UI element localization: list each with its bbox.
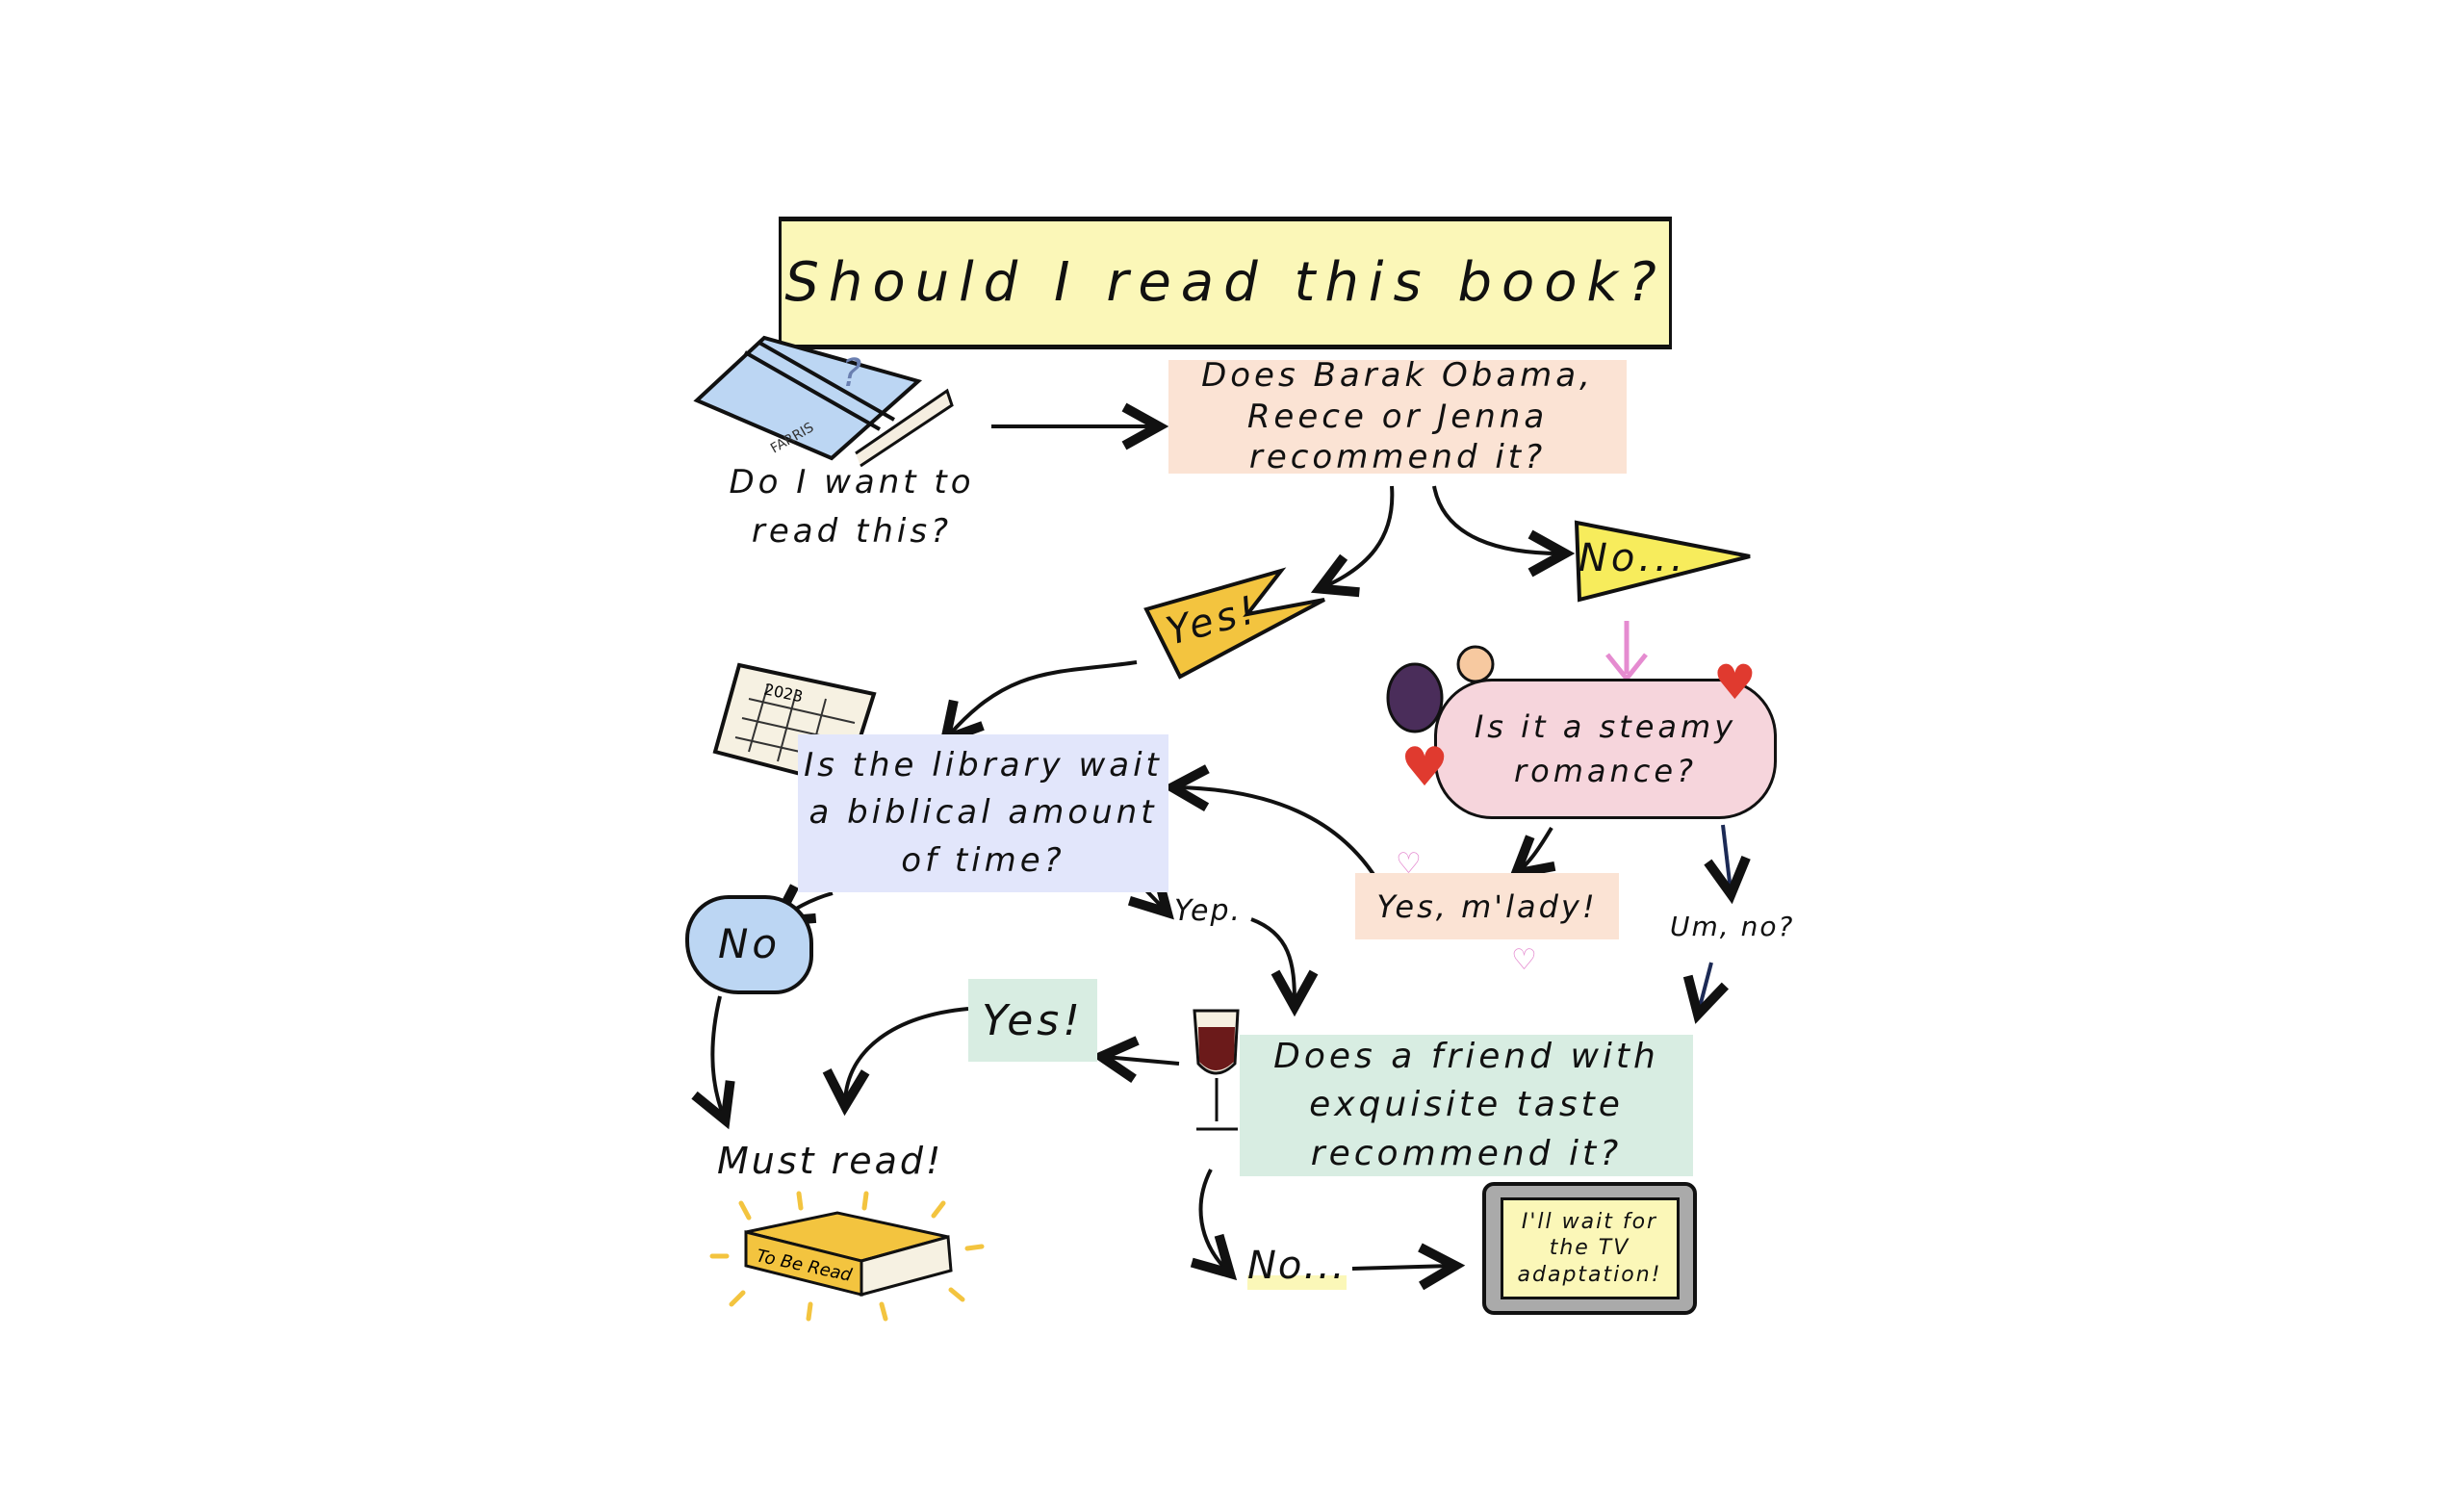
arrow-friend-no [1190,1169,1238,1281]
arrow-celebrity-yes [1310,485,1395,598]
friend-question-box: Does a friend with exquisite taste recom… [1240,1035,1693,1176]
must-read-label: Must read! [717,1140,944,1182]
book-question-icon: ? FARRIS [693,335,954,468]
arrow-no-to-romance [1605,621,1648,683]
arrow-romance-no [1704,824,1751,905]
tv-outcome-label: I'll wait for the TV adaptation! [1500,1197,1680,1299]
start-question: Do I want to read this? [729,463,975,551]
romance-no-label: Um, no? [1670,911,1795,942]
tv-frame: I'll wait for the TV adaptation! [1482,1182,1697,1315]
wine-glass-icon [1193,1009,1240,1131]
library-yep-label: Yep. [1174,894,1243,928]
arrow-no-to-tv [1351,1243,1466,1291]
arrow-green-yes-to-mustread [822,1007,969,1117]
eggplant-peach-icon [1386,645,1495,733]
arrow-yes-to-library [938,660,1138,747]
library-no-cloud: No [685,895,813,994]
heart-icon: ♥ [1713,655,1757,710]
arrow-celebrity-no [1432,485,1576,578]
arrow-yep-to-friend [1250,917,1319,1017]
flowchart-title: Should I read this book? [779,217,1672,349]
romance-question-cloud: Is it a steamy romance? [1434,679,1777,819]
arrow-no-to-mustread [691,995,735,1130]
small-heart-icon: ♡ [1511,943,1537,977]
heart-icon: ♥ [1400,736,1450,799]
svg-text:?: ? [841,351,861,396]
tbr-book-icon: To Be Read [709,1191,985,1322]
library-question-box: Is the library wait a biblical amount of… [798,734,1168,892]
romance-yes-box: Yes, m'lady! [1355,873,1619,939]
celebrity-no-label: No... [1578,536,1687,580]
friend-yes-box: Yes! [968,979,1097,1062]
arrow-mlady-to-library [1162,764,1378,881]
arrow-romance-yes [1508,826,1556,881]
friend-no-label: No... [1247,1242,1347,1290]
arrow-friend-yes [1091,1036,1180,1083]
no-pennant-shape [1574,520,1751,603]
yes-banner-shape [1143,567,1325,680]
library-no-label: No [717,920,782,968]
arrow-umno-to-friend [1682,962,1730,1024]
celebrity-question-box: Does Barak Obama, Reece or Jenna recomme… [1168,356,1627,476]
